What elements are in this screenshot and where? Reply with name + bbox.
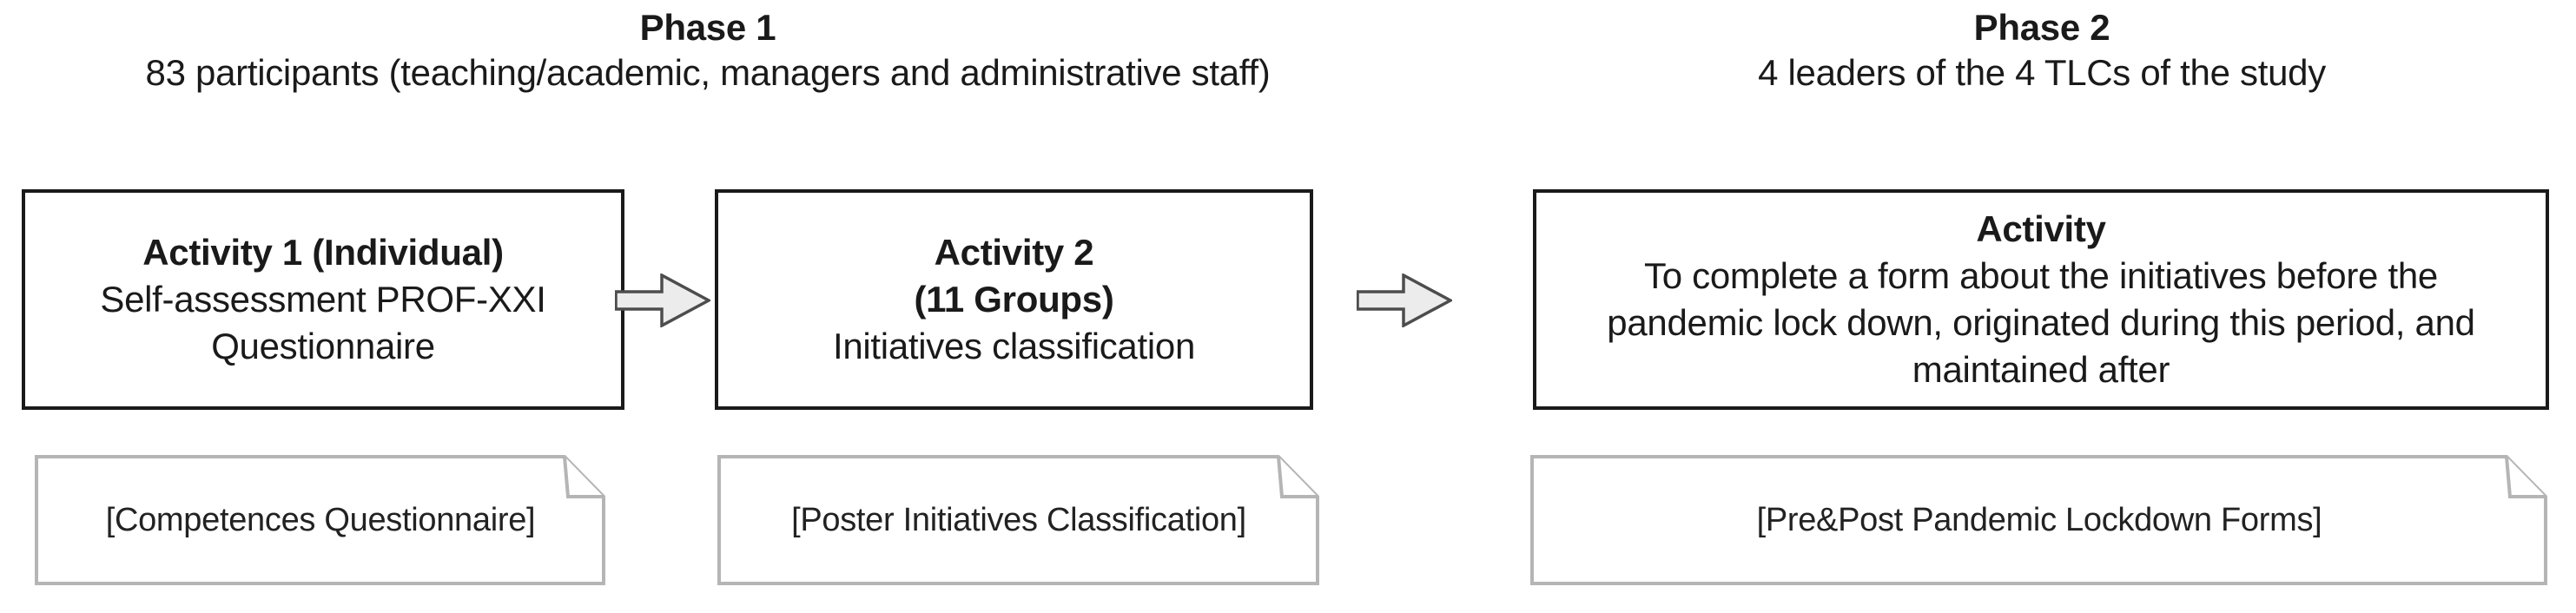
activity-2-text-line: Initiatives classification	[832, 326, 1196, 366]
note-page-icon	[1530, 455, 2547, 585]
activity-3-text-line: maintained after	[1912, 349, 2170, 390]
arrow-right-icon	[1357, 274, 1452, 327]
document-note-1: [Competences Questionnaire]	[35, 454, 606, 586]
note-page-icon	[35, 455, 605, 585]
document-note-2: [Poster Initiatives Classification]	[717, 454, 1320, 586]
activity-3-text-line: pandemic lock down, originated during th…	[1607, 302, 2475, 343]
document-2-label: [Poster Initiatives Classification]	[791, 501, 1246, 538]
phase-1-header: Phase 1 83 participants (teaching/academ…	[100, 5, 1316, 96]
activity-2-box: Activity 2 (11 Groups) Initiatives class…	[715, 189, 1313, 410]
activity-3-title: Activity	[1976, 208, 2106, 249]
document-1-label: [Competences Questionnaire]	[105, 501, 536, 538]
phase-2-subtitle: 4 leaders of the 4 TLCs of the study	[1758, 52, 2326, 93]
document-note-3: [Pre&Post Pandemic Lockdown Forms]	[1530, 454, 2548, 586]
document-3-label: [Pre&Post Pandemic Lockdown Forms]	[1756, 501, 2322, 538]
activity-3-text-line: To complete a form about the initiatives…	[1644, 255, 2438, 296]
activity-2-subtitle: (11 Groups)	[914, 279, 1114, 320]
phase-2-header: Phase 2 4 leaders of the 4 TLCs of the s…	[1535, 5, 2549, 96]
activity-1-text-line: Self-assessment PROF-XXI	[100, 279, 546, 320]
arrow-right-icon	[615, 274, 710, 327]
phase-1-subtitle: 83 participants (teaching/academic, mana…	[145, 52, 1271, 93]
activity-1-title: Activity 1 (Individual)	[142, 232, 504, 273]
phase-1-title: Phase 1	[639, 7, 776, 48]
note-page-icon	[717, 455, 1319, 585]
activity-1-text-line: Questionnaire	[211, 326, 435, 366]
activity-1-box: Activity 1 (Individual) Self-assessment …	[22, 189, 624, 410]
phase-2-title: Phase 2	[1973, 7, 2110, 48]
activity-2-title: Activity 2	[934, 232, 1094, 273]
activity-3-box: Activity To complete a form about the in…	[1533, 189, 2549, 410]
